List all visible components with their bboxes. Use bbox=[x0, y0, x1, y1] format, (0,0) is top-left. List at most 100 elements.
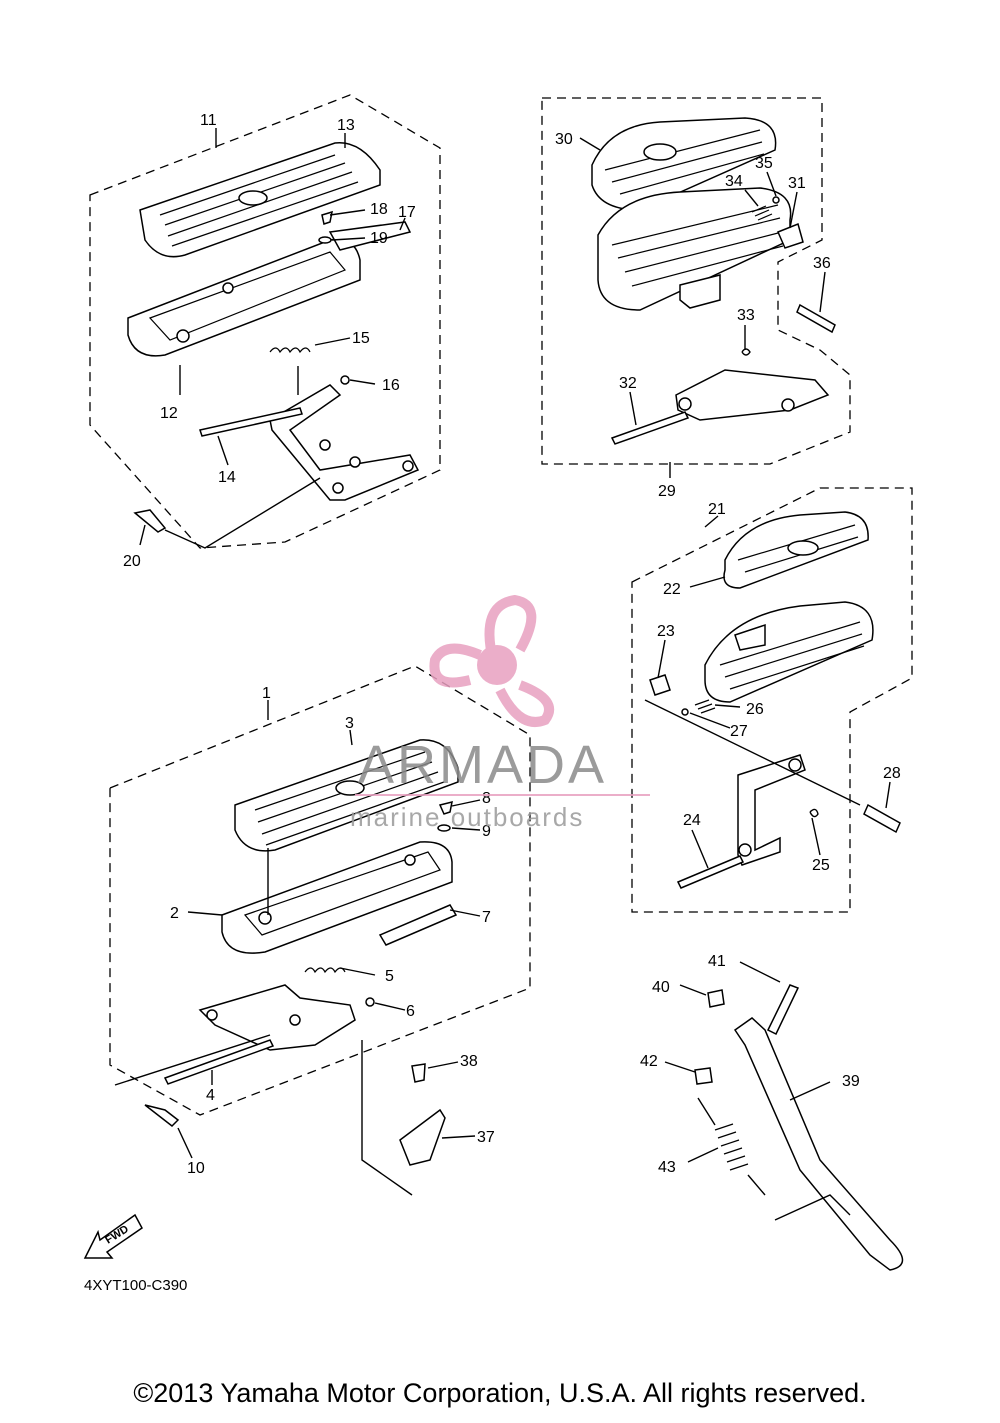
bracket-37 bbox=[399, 1108, 446, 1166]
bolt-10 bbox=[144, 1104, 180, 1127]
floorboard-pad-3 bbox=[234, 739, 459, 852]
assembly-group-1 bbox=[109, 665, 531, 1127]
callout-15: 15 bbox=[352, 330, 370, 347]
callout-38: 38 bbox=[460, 1053, 478, 1070]
spring-34 bbox=[751, 205, 773, 221]
callout-22: 22 bbox=[663, 581, 681, 598]
callout-39: 39 bbox=[842, 1073, 860, 1090]
floorboard-base-21 bbox=[704, 601, 874, 703]
callout-6: 6 bbox=[406, 1003, 415, 1020]
floorboard-arm-21 bbox=[737, 754, 806, 866]
bolt-38 bbox=[411, 1063, 426, 1083]
callout-25: 25 bbox=[812, 857, 830, 874]
spring-43 bbox=[714, 1123, 749, 1171]
leader-lines bbox=[139, 128, 891, 1163]
callout-12: 12 bbox=[160, 405, 178, 422]
floorboard-base-2 bbox=[221, 841, 453, 954]
plate-23 bbox=[649, 674, 671, 696]
assembly-group-11 bbox=[89, 94, 441, 549]
spring-26 bbox=[694, 699, 716, 714]
washer-9 bbox=[437, 824, 451, 832]
callout-21: 21 bbox=[708, 501, 726, 518]
callout-43: 43 bbox=[658, 1159, 676, 1176]
spring-5 bbox=[304, 967, 346, 974]
floorboard-pad-30 bbox=[591, 117, 777, 211]
floorboard-base-12 bbox=[127, 238, 361, 357]
clip-6 bbox=[365, 997, 375, 1007]
callout-32: 32 bbox=[619, 375, 637, 392]
ball-27 bbox=[681, 708, 689, 716]
fwd-arrow-icon: FWD bbox=[83, 1213, 143, 1259]
callout-1: 1 bbox=[262, 685, 271, 702]
floorboard-bracket-1 bbox=[198, 984, 356, 1051]
copyright-notice: ©2013 Yamaha Motor Corporation, U.S.A. A… bbox=[133, 1378, 867, 1408]
callout-24: 24 bbox=[683, 812, 701, 829]
callout-8: 8 bbox=[482, 790, 491, 807]
floorboard-pad-22 bbox=[723, 511, 869, 589]
callout-4: 4 bbox=[206, 1087, 215, 1104]
pin-32 bbox=[610, 411, 690, 445]
watermark-title: ARMADA bbox=[358, 735, 607, 795]
callout-23: 23 bbox=[657, 623, 675, 640]
watermark-subtitle: marine outboards bbox=[350, 802, 584, 832]
callout-28: 28 bbox=[883, 765, 901, 782]
side-stand-assembly bbox=[694, 984, 904, 1271]
diagram-code: 4XYT100-C390 bbox=[84, 1277, 187, 1294]
bolt-20 bbox=[133, 509, 167, 533]
side-stand-39 bbox=[733, 1017, 904, 1271]
callout-30: 30 bbox=[555, 131, 573, 148]
bolt-36 bbox=[796, 303, 836, 334]
bracket-assembly-37 bbox=[361, 1040, 446, 1196]
callout-14: 14 bbox=[218, 469, 236, 486]
callout-5: 5 bbox=[385, 968, 394, 985]
callout-34: 34 bbox=[725, 173, 743, 190]
screw-18 bbox=[321, 210, 333, 225]
floorboard-base-29 bbox=[597, 187, 792, 311]
ball-35 bbox=[772, 196, 780, 204]
washer-19 bbox=[318, 236, 332, 244]
spring-15 bbox=[269, 347, 311, 354]
callout-29: 29 bbox=[658, 483, 676, 500]
floorboard-pad-13 bbox=[139, 142, 381, 258]
bracket-17 bbox=[328, 221, 412, 251]
callout-17: 17 bbox=[398, 204, 416, 221]
callout-20: 20 bbox=[123, 553, 141, 570]
assembly-group-21 bbox=[631, 487, 913, 913]
callout-3: 3 bbox=[345, 715, 354, 732]
callout-31: 31 bbox=[788, 175, 806, 192]
clip-16 bbox=[340, 375, 350, 385]
clip-33 bbox=[741, 348, 751, 356]
callout-labels: 11 13 18 19 17 15 16 12 14 20 30 35 34 3… bbox=[123, 112, 901, 1177]
collar-40 bbox=[707, 989, 725, 1008]
callout-27: 27 bbox=[730, 723, 748, 740]
callout-18: 18 bbox=[370, 201, 388, 218]
floorboard-bracket bbox=[269, 384, 420, 501]
assembly-group-29 bbox=[541, 97, 851, 465]
pin-14 bbox=[199, 407, 303, 437]
callout-7: 7 bbox=[482, 909, 491, 926]
bolt-41 bbox=[766, 984, 800, 1036]
callout-35: 35 bbox=[755, 155, 773, 172]
clip-25 bbox=[809, 808, 819, 818]
bracket-7 bbox=[378, 904, 458, 946]
bolt-28 bbox=[863, 803, 901, 834]
callout-11: 11 bbox=[200, 112, 217, 129]
callout-26: 26 bbox=[746, 701, 764, 718]
callout-36: 36 bbox=[813, 255, 831, 272]
callout-37: 37 bbox=[477, 1129, 495, 1146]
floorboard-arm-29 bbox=[675, 369, 830, 421]
screw-8 bbox=[438, 800, 453, 815]
propeller-logo-icon bbox=[429, 594, 555, 727]
callout-41: 41 bbox=[708, 953, 726, 970]
callout-13: 13 bbox=[337, 117, 355, 134]
callout-9: 9 bbox=[482, 823, 491, 840]
callout-10: 10 bbox=[187, 1160, 205, 1177]
pin-24 bbox=[676, 855, 745, 889]
callout-42: 42 bbox=[640, 1053, 658, 1070]
callout-40: 40 bbox=[652, 979, 670, 996]
callout-16: 16 bbox=[382, 377, 400, 394]
callout-33: 33 bbox=[737, 307, 755, 324]
callout-2: 2 bbox=[170, 905, 179, 922]
callout-19: 19 bbox=[370, 230, 388, 247]
